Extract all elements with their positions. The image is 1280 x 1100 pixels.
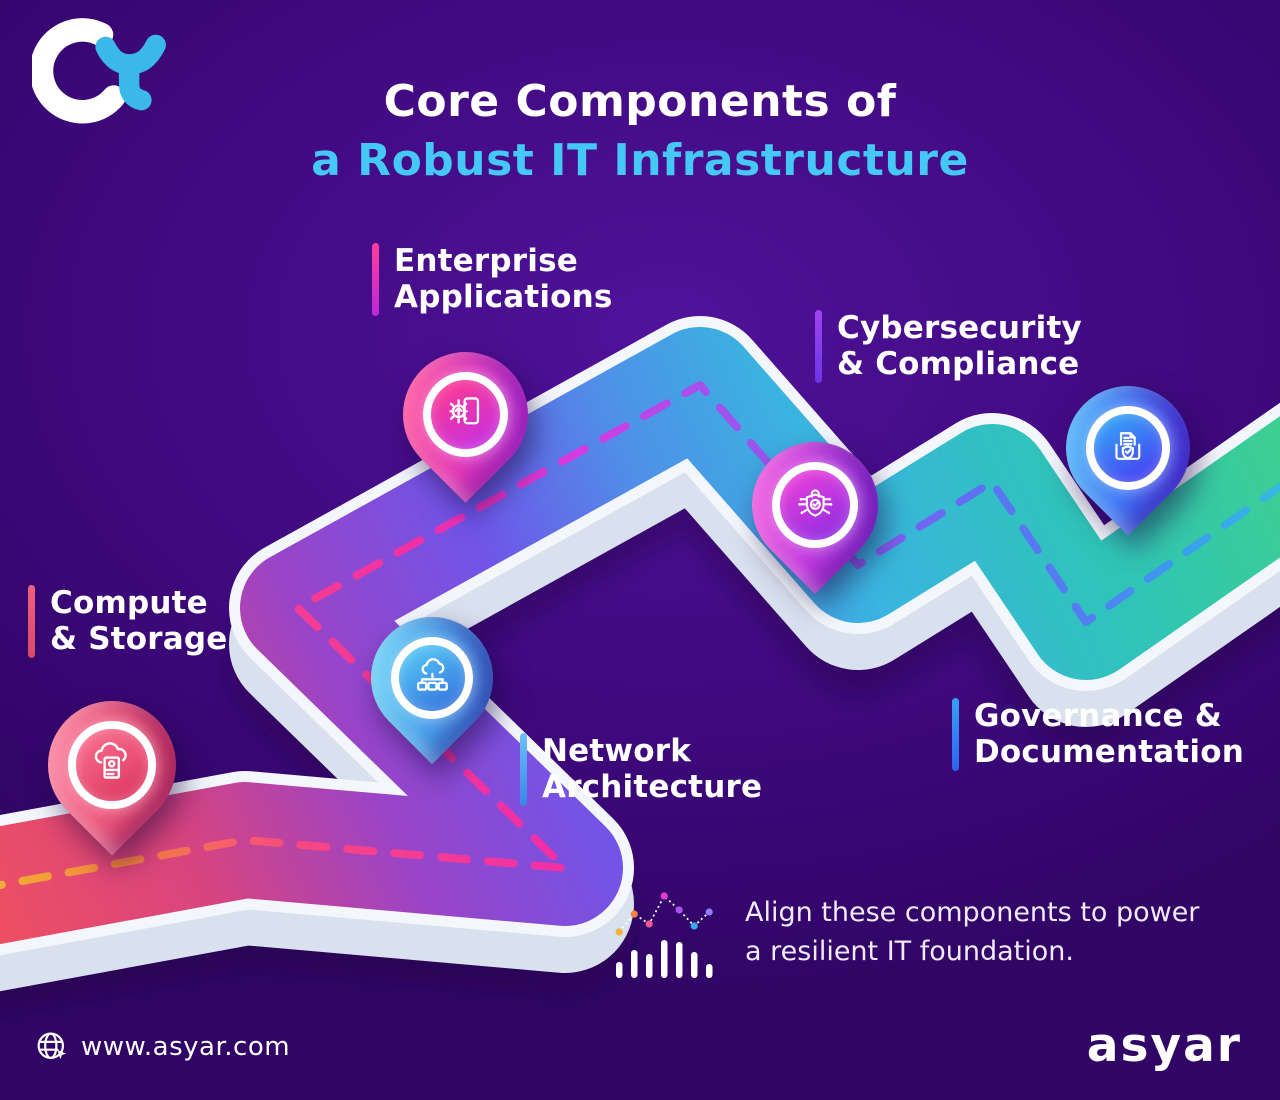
footer-note: Align these components to power a resili… [745, 893, 1199, 971]
label-line: Documentation [974, 734, 1245, 771]
label-governance-documentation: Governance & Documentation [952, 698, 1244, 771]
label-enterprise-applications: Enterprise Applications [372, 243, 613, 316]
footer-note-line: Align these components to power [745, 897, 1200, 928]
globe-icon [37, 1032, 66, 1060]
label-line: & Storage [50, 621, 228, 658]
label-line: Cybersecurity [837, 310, 1082, 346]
cloud-server-icon [89, 742, 134, 787]
cloud-network-icon [411, 657, 454, 700]
label-line: Network [542, 733, 692, 769]
label-network-architecture: Network Architecture [520, 733, 762, 806]
document-shield-icon [1106, 426, 1150, 470]
growth-chart-icon [615, 892, 713, 978]
label-cybersecurity-compliance: Cybersecurity & Compliance [815, 310, 1082, 383]
pin-ring [1085, 405, 1171, 491]
label-line: Architecture [542, 769, 763, 806]
label-line: Applications [394, 279, 613, 316]
label-line: Governance & [974, 698, 1222, 734]
accent-bar [28, 585, 35, 658]
accent-bar [520, 733, 527, 806]
website-link: www.asyar.com [35, 1030, 290, 1064]
logo-c-arc [32, 18, 126, 124]
asyar-logo-mark [32, 18, 166, 124]
website-url: www.asyar.com [81, 1032, 291, 1062]
pin-ring [423, 372, 508, 457]
footer-note-line: a resilient IT foundation. [745, 936, 1074, 968]
page-title: Core Components of a Robust IT Infrastru… [0, 76, 1280, 186]
label-line: Compute [50, 585, 208, 621]
label-line: & Compliance [837, 346, 1080, 383]
shield-lock-circuit-icon [797, 483, 833, 528]
asyar-wordmark: asyar [1086, 1018, 1242, 1073]
pin-cybersecurity-compliance [725, 415, 905, 595]
pin-governance-documentation [1040, 360, 1216, 536]
label-compute-storage: Compute & Storage [28, 585, 228, 658]
label-line: Enterprise [394, 243, 578, 279]
pin-network-architecture [345, 591, 519, 765]
pin-ring [772, 462, 858, 548]
pin-ring [68, 721, 156, 809]
title-line-2: a Robust IT Infrastructure [311, 135, 969, 186]
accent-bar [372, 243, 379, 316]
accent-bar [952, 698, 959, 771]
gear-document-icon [443, 392, 487, 436]
pin-enterprise-applications [377, 326, 554, 503]
title-line-1: Core Components of [383, 76, 897, 127]
accent-bar [815, 310, 822, 383]
pin-compute-storage [21, 674, 203, 856]
pin-ring [390, 636, 474, 720]
logo-y-shape [95, 34, 166, 111]
